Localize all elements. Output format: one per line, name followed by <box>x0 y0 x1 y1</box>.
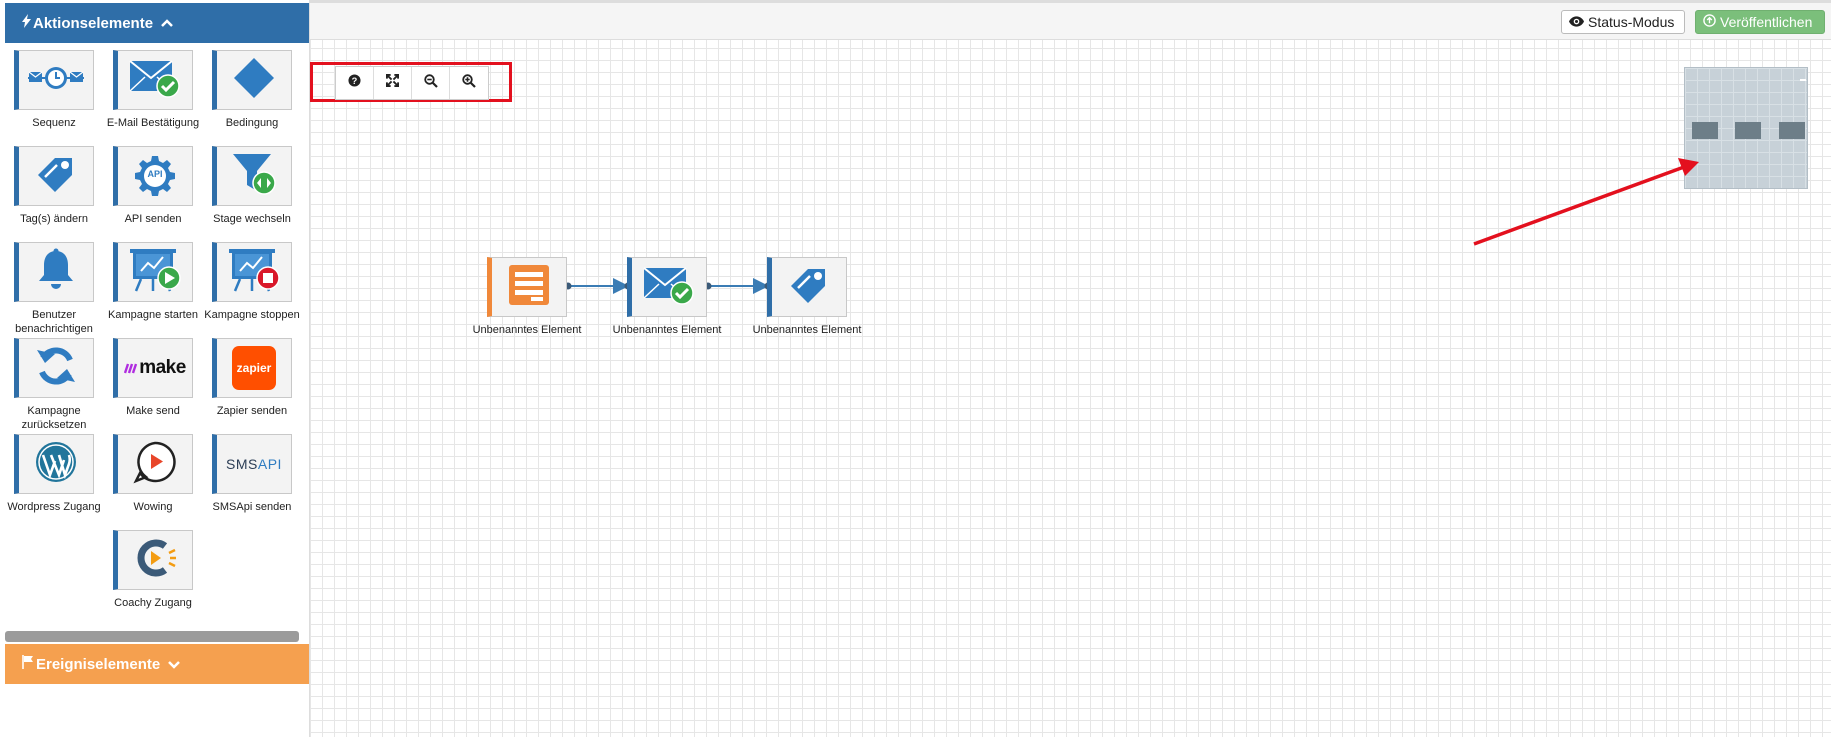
chevron-up-icon <box>161 16 173 31</box>
flow-node-box[interactable] <box>627 257 707 317</box>
flow-node-label: Unbenanntes Element <box>472 324 582 336</box>
sidebar: Aktionselemente Sequenz E-Mail Bestätigu… <box>0 0 310 737</box>
tile-box[interactable] <box>113 434 193 494</box>
tile-box[interactable] <box>113 530 193 590</box>
tile-label: Wowing <box>133 501 173 513</box>
coachy-icon <box>133 536 177 585</box>
tile-box[interactable] <box>14 338 94 398</box>
funnel-icon <box>231 151 277 202</box>
zapier-logo-icon: zapier <box>232 346 276 390</box>
zoom-in-icon <box>462 73 476 93</box>
tile-label: SMSApi senden <box>212 501 292 513</box>
zoom-out-icon <box>423 73 438 93</box>
tile-box[interactable]: SMSAPI <box>212 434 292 494</box>
tile-label: Kampagne starten <box>108 309 198 321</box>
tag-icon <box>34 154 78 199</box>
tag-icon <box>787 265 831 310</box>
tile-box[interactable] <box>113 50 193 110</box>
tile-label: Make send <box>126 405 180 417</box>
flow-canvas[interactable] <box>310 0 1831 737</box>
event-elements-header[interactable]: Ereigniselemente <box>5 644 309 684</box>
api-gear-icon: API <box>133 154 177 198</box>
help-button[interactable]: ? <box>336 67 374 99</box>
tile-label: Bedingung <box>225 117 279 129</box>
smsapi-logo-icon: SMSAPI <box>226 456 282 472</box>
email-check-icon <box>642 265 696 310</box>
wordpress-icon <box>34 440 78 489</box>
tile-label: Tag(s) ändern <box>20 213 88 225</box>
tile-box[interactable] <box>113 242 193 302</box>
tile-box[interactable]: make <box>113 338 193 398</box>
zoom-in-button[interactable] <box>450 67 488 99</box>
make-logo-icon: make <box>124 357 186 379</box>
zoom-controls: ? <box>335 66 489 100</box>
action-elements-header[interactable]: Aktionselemente <box>5 3 309 43</box>
publish-button[interactable]: Veröffentlichen <box>1695 10 1825 34</box>
action-elements-title: Aktionselemente <box>33 14 154 32</box>
tile-box[interactable] <box>212 242 292 302</box>
tile-label: Zapier senden <box>216 405 288 417</box>
bolt-icon <box>22 14 31 32</box>
bell-icon <box>36 248 76 297</box>
flow-node-tag[interactable]: Unbenanntes Element <box>753 257 861 336</box>
tile-label: Sequenz <box>32 117 76 129</box>
campaign-stop-icon <box>226 247 282 298</box>
form-icon <box>508 264 550 311</box>
tile-box[interactable] <box>14 242 94 302</box>
minimap-node <box>1692 122 1718 139</box>
email-check-icon <box>128 58 182 103</box>
publish-label: Veröffentlichen <box>1720 14 1813 30</box>
tile-label: Coachy Zugang <box>114 597 192 609</box>
tile-box[interactable] <box>212 146 292 206</box>
chevron-down-icon <box>168 657 181 672</box>
help-icon: ? <box>348 74 361 92</box>
tile-box[interactable] <box>14 50 94 110</box>
flow-node-box[interactable] <box>767 257 847 317</box>
refresh-icon <box>34 344 78 393</box>
fullscreen-button[interactable] <box>374 67 412 99</box>
flow-node-label: Unbenanntes Element <box>752 324 862 336</box>
smsapi-logo-api: API <box>257 456 282 472</box>
flow-node-form[interactable]: Unbenanntes Element <box>473 257 581 336</box>
tile-box[interactable]: zapier <box>212 338 292 398</box>
tile-box[interactable] <box>14 434 94 494</box>
flag-icon <box>22 655 34 673</box>
event-elements-title: Ereigniselemente <box>36 655 161 673</box>
tile-label: Benutzer benachrichtigen <box>15 309 93 335</box>
tile-box[interactable] <box>212 50 292 110</box>
smsapi-logo-sms: SMS <box>226 456 258 472</box>
svg-text:?: ? <box>352 76 358 86</box>
zoom-controls-highlight <box>310 62 512 102</box>
tile-box[interactable] <box>14 146 94 206</box>
zoom-out-button[interactable] <box>412 67 450 99</box>
upload-icon <box>1703 14 1716 30</box>
status-mode-button[interactable]: Status-Modus <box>1561 10 1685 34</box>
diamond-icon <box>232 56 276 105</box>
tile-label: API senden <box>124 213 182 225</box>
wowing-icon <box>133 440 177 489</box>
sidebar-scrollbar[interactable] <box>5 631 299 642</box>
tile-label: Wordpress Zugang <box>7 501 101 513</box>
sequence-icon <box>26 63 86 98</box>
tile-label: Kampagne stoppen <box>204 309 300 321</box>
minimap-node <box>1735 122 1761 139</box>
flow-node-email[interactable]: Unbenanntes Element <box>613 257 721 336</box>
campaign-start-icon <box>127 247 183 298</box>
fullscreen-icon <box>386 74 399 92</box>
tile-label: E-Mail Bestätigung <box>106 117 200 129</box>
eye-icon <box>1569 15 1584 30</box>
tile-label: Stage wechseln <box>213 213 291 225</box>
zapier-logo-text: zapier <box>236 361 272 375</box>
tile-box[interactable]: API <box>113 146 193 206</box>
minimap[interactable] <box>1684 67 1808 189</box>
status-mode-label: Status-Modus <box>1588 14 1675 30</box>
tile-label: Kampagne zurücksetzen <box>21 405 87 431</box>
minimap-node <box>1779 122 1805 139</box>
make-logo-text: make <box>139 357 186 378</box>
flow-node-box[interactable] <box>487 257 567 317</box>
api-badge-text: API <box>147 169 163 179</box>
flow-node-label: Unbenanntes Element <box>612 324 722 336</box>
minimap-collapse-icon[interactable] <box>1800 79 1806 81</box>
